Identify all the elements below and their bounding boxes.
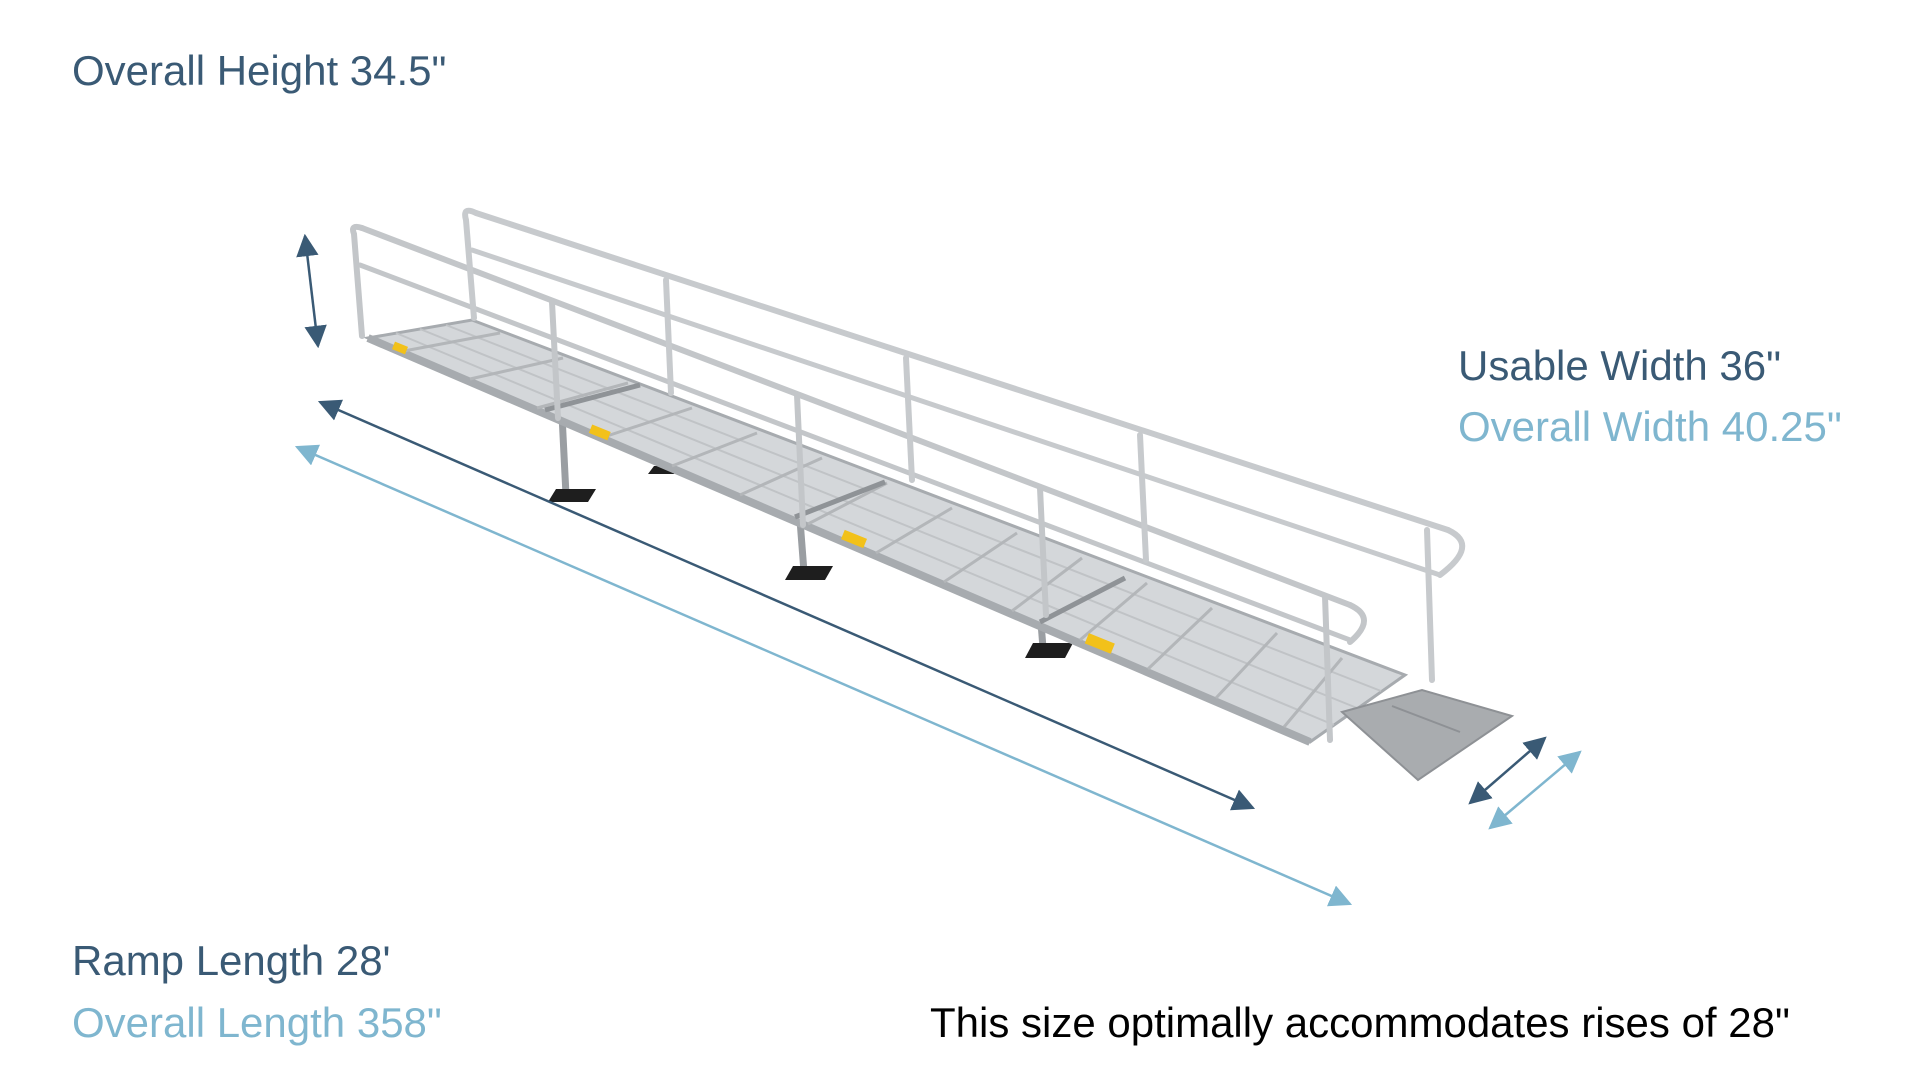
height-arrow — [296, 233, 327, 349]
overall-width-label: Overall Width 40.25" — [1458, 403, 1842, 450]
usable-width-label: Usable Width 36" — [1458, 342, 1782, 389]
overall-length-arrow — [294, 444, 1353, 907]
support-foot — [548, 489, 596, 502]
warning-label — [392, 341, 408, 355]
overall-length-label: Overall Length 358" — [72, 999, 442, 1046]
ramp-length-label: Ramp Length 28' — [72, 937, 391, 984]
ramp-deck — [362, 318, 1515, 782]
ramp-transition-plate — [1339, 688, 1515, 782]
overall-width-arrow — [1488, 750, 1582, 830]
support-foot — [785, 566, 833, 580]
overall-height-label: Overall Height 34.5" — [72, 47, 447, 94]
support-foot — [1025, 643, 1073, 658]
usable-width-arrow — [1468, 736, 1547, 805]
dimension-arrows — [294, 233, 1582, 907]
rises-note: This size optimally accommodates rises o… — [930, 999, 1790, 1046]
